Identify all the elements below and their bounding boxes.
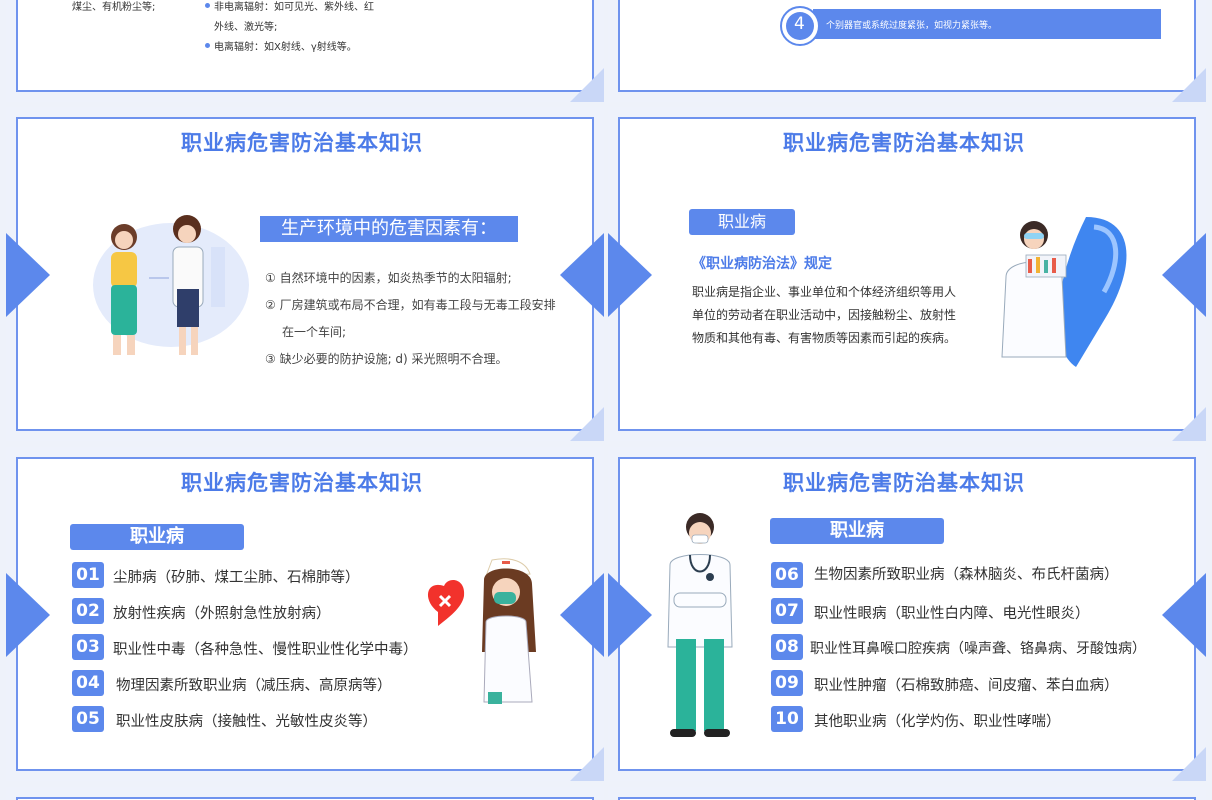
right-arrow-decoration: [1162, 233, 1206, 317]
list-number: 08: [771, 634, 803, 660]
list-item-text: 职业性皮肤病（接触性、光敏性皮炎等）: [116, 714, 377, 730]
slide-top-left[interactable]: 煤尘、有机粉尘等; 非电离辐射：如可见光、紫外线、红 外线、激光等; 电离辐射：…: [6, 0, 604, 102]
blue-bar: [813, 9, 1161, 39]
text-line: 电离辐射：如X射线、γ射线等。: [214, 42, 357, 53]
factor-item: ① 自然环境中的因素，如炎热季节的太阳辐射;: [265, 271, 512, 285]
slide-card: [16, 797, 594, 800]
list-number: 09: [771, 670, 803, 696]
list-number: 01: [72, 562, 104, 588]
corner-decoration: [1172, 747, 1206, 781]
step-number: 4: [794, 14, 805, 34]
list-item-text: 尘肺病（矽肺、煤工尘肺、石棉肺等）: [113, 570, 360, 586]
list-number: 05: [72, 706, 104, 732]
slide-top-right[interactable]: 4 个别器官或系统过度紧张，如视力紧张等。: [608, 0, 1206, 102]
left-arrow-decoration: [608, 233, 652, 317]
list-number: 06: [771, 562, 803, 588]
list-item-text: 职业性中毒（各种急性、慢性职业性化学中毒）: [113, 642, 418, 658]
slide-title: 职业病危害防治基本知识: [783, 131, 1025, 155]
list-number: 03: [72, 634, 104, 660]
slide-bottom-left[interactable]: 职业病危害防治基本知识 职业病 01 尘肺病（矽肺、煤工尘肺、石棉肺等） 02 …: [6, 447, 604, 781]
list-item-text: 职业性肿瘤（石棉致肺癌、间皮瘤、苯白血病）: [814, 678, 1119, 694]
law-heading: 《职业病防治法》规定: [692, 256, 832, 272]
slide-mid-right[interactable]: 职业病危害防治基本知识 职业病 《职业病防治法》规定 职业病是指企业、事业单位和…: [608, 107, 1206, 441]
list-item-text: 生物因素所致职业病（森林脑炎、布氏杆菌病）: [814, 567, 1119, 583]
doctor-patient-illustration: [93, 215, 249, 355]
bullet-dot: [205, 43, 210, 48]
list-item-text: 放射性疾病（外照射急性放射病）: [113, 606, 331, 622]
definition-line: 单位的劳动者在职业活动中，因接触粉尘、放射性: [692, 308, 957, 322]
slide-card: [618, 797, 1196, 800]
factor-item: ② 厂房建筑或布局不合理，如有毒工段与无毒工段安排: [265, 298, 556, 312]
corner-decoration: [570, 407, 604, 441]
left-arrow-decoration: [6, 233, 50, 317]
corner-decoration: [570, 68, 604, 102]
right-arrow-decoration: [560, 233, 604, 317]
section-tag: 职业病: [770, 518, 944, 544]
circle-decoration: [678, 0, 778, 10]
right-arrow-decoration: [560, 573, 604, 657]
definition-line: 物质和其他有毒、有害物质等因素而引起的疾病。: [692, 331, 957, 345]
doctor-illustration: [667, 513, 733, 737]
corner-decoration: [570, 747, 604, 781]
section-header: 生产环境中的危害因素有：: [260, 216, 518, 242]
text-line: 非电离辐射：如可见光、紫外线、红: [214, 2, 374, 13]
factor-item: ③ 缺少必要的防护设施; d) 采光照明不合理。: [265, 352, 508, 366]
list-number: 10: [771, 706, 803, 732]
section-tag: 职业病: [689, 209, 795, 235]
section-tag: 职业病: [70, 524, 244, 550]
factor-item: 在一个车间;: [282, 325, 347, 339]
right-arrow-decoration: [1162, 573, 1206, 657]
bullet-dot: [205, 3, 210, 8]
left-arrow-decoration: [6, 573, 50, 657]
slide-mid-left[interactable]: 职业病危害防治基本知识 生产环境中的危害因素有： ① 自然环境中的因素，如炎热季…: [6, 107, 604, 441]
list-number: 07: [771, 598, 803, 624]
text-line: 煤尘、有机粉尘等;: [72, 2, 156, 13]
scientist-illustration: [1001, 217, 1127, 367]
slide-title: 职业病危害防治基本知识: [181, 131, 423, 155]
list-item-text: 职业性眼病（职业性白内障、电光性眼炎）: [814, 606, 1090, 622]
list-number: 04: [72, 670, 104, 696]
list-item-text: 职业性耳鼻喉口腔疾病（噪声聋、铬鼻病、牙酸蚀病）: [810, 641, 1146, 657]
list-number: 02: [72, 598, 104, 624]
corner-decoration: [1172, 407, 1206, 441]
step-text: 个别器官或系统过度紧张，如视力紧张等。: [826, 21, 998, 31]
left-arrow-decoration: [608, 573, 652, 657]
nurse-heart-illustration: [427, 558, 536, 704]
slide-bottom-right[interactable]: 职业病危害防治基本知识 职业病 06 生物因素所致职业病（森林脑炎、布氏杆菌病）…: [608, 447, 1206, 781]
definition-line: 职业病是指企业、事业单位和个体经济组织等用人: [692, 285, 957, 299]
slide-next-right[interactable]: [608, 787, 1206, 800]
list-item-text: 其他职业病（化学灼伤、职业性哮喘）: [814, 714, 1061, 730]
slide-next-left[interactable]: [6, 787, 604, 800]
slide-title: 职业病危害防治基本知识: [783, 471, 1025, 495]
number-ring: [780, 6, 820, 46]
text-line: 外线、激光等;: [214, 22, 278, 33]
corner-decoration: [1172, 68, 1206, 102]
slide-title: 职业病危害防治基本知识: [181, 471, 423, 495]
list-item-text: 物理因素所致职业病（减压病、高原病等）: [116, 678, 392, 694]
slide-card: [16, 0, 594, 92]
